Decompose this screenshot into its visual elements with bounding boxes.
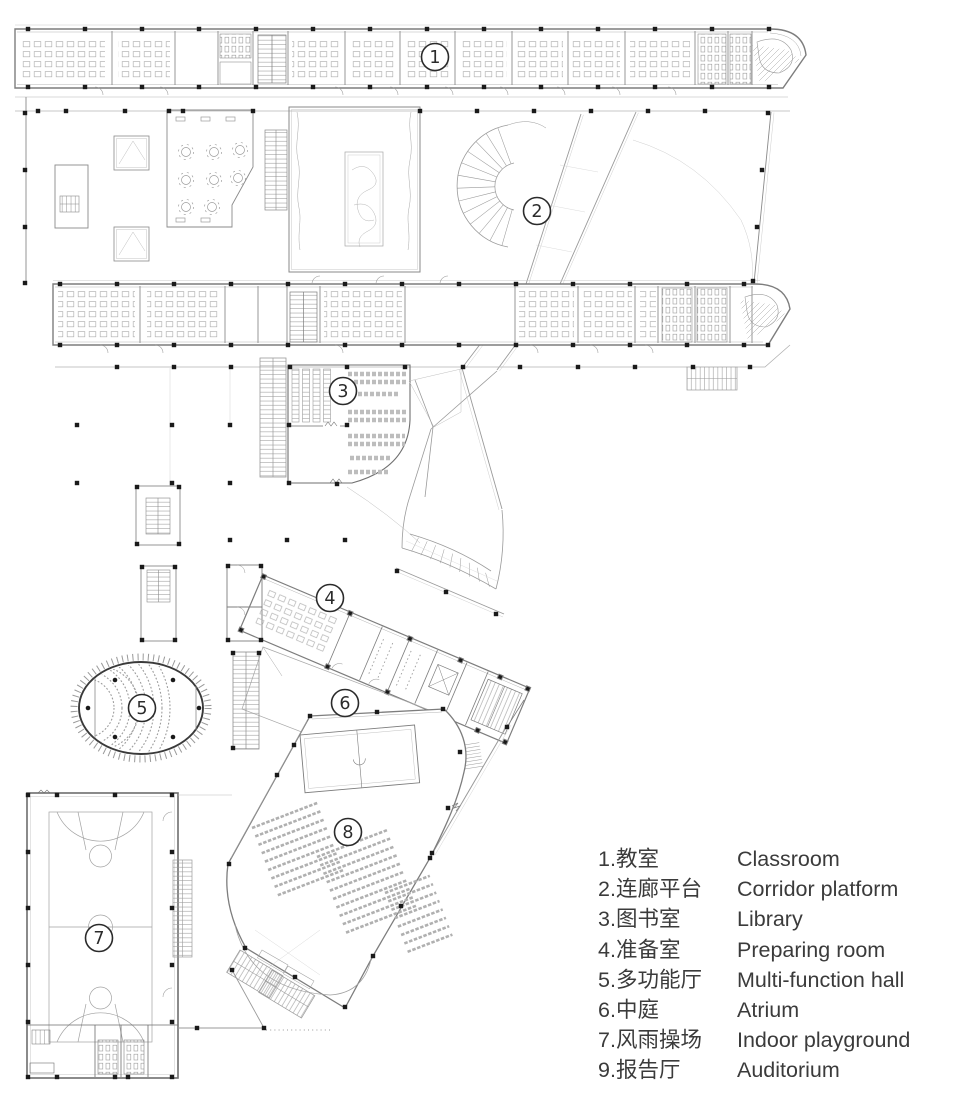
svg-text:8: 8: [342, 823, 353, 843]
playground-toilets: [27, 1024, 178, 1077]
room-marker-3: 3: [328, 376, 358, 406]
legend-item: 3.图书室 Library: [598, 904, 910, 934]
legend-label-en: Library: [737, 907, 803, 932]
stair-cores: [135, 485, 181, 642]
basketball-court: [48, 811, 153, 1043]
indoor-playground: [26, 789, 232, 1079]
legend-item: 2.连廊平台 Corridor platform: [598, 874, 910, 904]
svg-text:1: 1: [429, 48, 440, 68]
legend-label-zh: 9.报告厅: [598, 1058, 681, 1083]
stair-playground-east: [172, 859, 193, 958]
legend-label-en: Indoor playground: [737, 1028, 911, 1053]
legend-label-zh: 4.准备室: [598, 937, 681, 962]
legend-item: 7.风雨操场 Indoor playground: [598, 1025, 910, 1055]
stair-middle-wing: [289, 291, 318, 343]
room-marker-8: 8: [333, 817, 363, 847]
room-marker-5: 5: [127, 693, 157, 723]
legend-label-zh: 6.中庭: [598, 997, 659, 1022]
canteen-room: [166, 109, 254, 228]
legend-label-zh: 2.连廊平台: [598, 877, 702, 902]
classroom-wing-top: [14, 24, 807, 112]
legend-item: 9.报告厅 Auditorium: [598, 1055, 910, 1085]
stair-middle-cap: [740, 294, 786, 341]
fan-steps: [401, 533, 498, 590]
auditorium: [178, 708, 467, 1031]
svg-text:3: 3: [337, 382, 348, 402]
marker-layer: 1 2 3 4 5 6 7 8: [84, 42, 552, 953]
legend-item: 5.多功能厅 Multi-function hall: [598, 965, 910, 995]
multi-function-hall: [70, 653, 212, 763]
preparing-room-wing: [226, 564, 532, 746]
legend-label-en: Corridor platform: [737, 877, 899, 902]
seat-rows: [251, 801, 453, 954]
legend-item: 6.中庭 Atrium: [598, 995, 910, 1025]
hall-with-skylight: [288, 106, 421, 273]
svg-text:5: 5: [136, 699, 147, 719]
stair-courtyard: [264, 129, 288, 211]
stair-atrium-long: [232, 651, 260, 750]
round-columns: [85, 677, 202, 740]
spiral-stair: [456, 121, 547, 248]
room-marker-2: 2: [522, 196, 552, 226]
legend-label-en: Multi-function hall: [737, 967, 905, 992]
room-marker-6: 6: [330, 688, 360, 718]
legend-label-zh: 3.图书室: [598, 907, 681, 932]
legend: 1.教室 Classroom 2.连廊平台 Corridor platform …: [598, 844, 910, 1086]
stair-icon: [59, 195, 80, 213]
svg-text:6: 6: [339, 694, 350, 714]
room-marker-1: 1: [420, 42, 450, 72]
stair-bump: [686, 366, 738, 391]
classroom-desks: [20, 40, 690, 80]
svg-text:7: 7: [93, 929, 104, 949]
classroom-wing-middle: [52, 275, 791, 391]
svg-text:4: 4: [324, 589, 335, 609]
stair-top-wing: [257, 34, 287, 84]
stair-top-cap: [752, 32, 802, 84]
stair-auditorium-entry: [226, 949, 316, 1019]
legend-label-zh: 5.多功能厅: [598, 967, 702, 992]
room-marker-7: 7: [84, 923, 114, 953]
legend-item: 1.教室 Classroom: [598, 844, 910, 874]
legend-label-zh: 1.教室: [598, 847, 659, 871]
room-marker-4: 4: [315, 583, 345, 613]
promenade: [169, 367, 505, 618]
legend-label-en: Preparing room: [737, 937, 886, 962]
legend-item: 4.准备室 Preparing room: [598, 935, 910, 965]
legend-label-en: Auditorium: [737, 1058, 840, 1083]
svg-text:2: 2: [531, 202, 542, 222]
planter: [113, 135, 150, 262]
legend-label-en: Atrium: [737, 997, 800, 1022]
atrium: [232, 646, 512, 856]
legend-label-zh: 7.风雨操场: [598, 1028, 702, 1053]
library: [259, 357, 411, 484]
stage: [299, 724, 421, 794]
legend-label-en: Classroom: [737, 847, 840, 871]
stair-library: [259, 357, 287, 478]
